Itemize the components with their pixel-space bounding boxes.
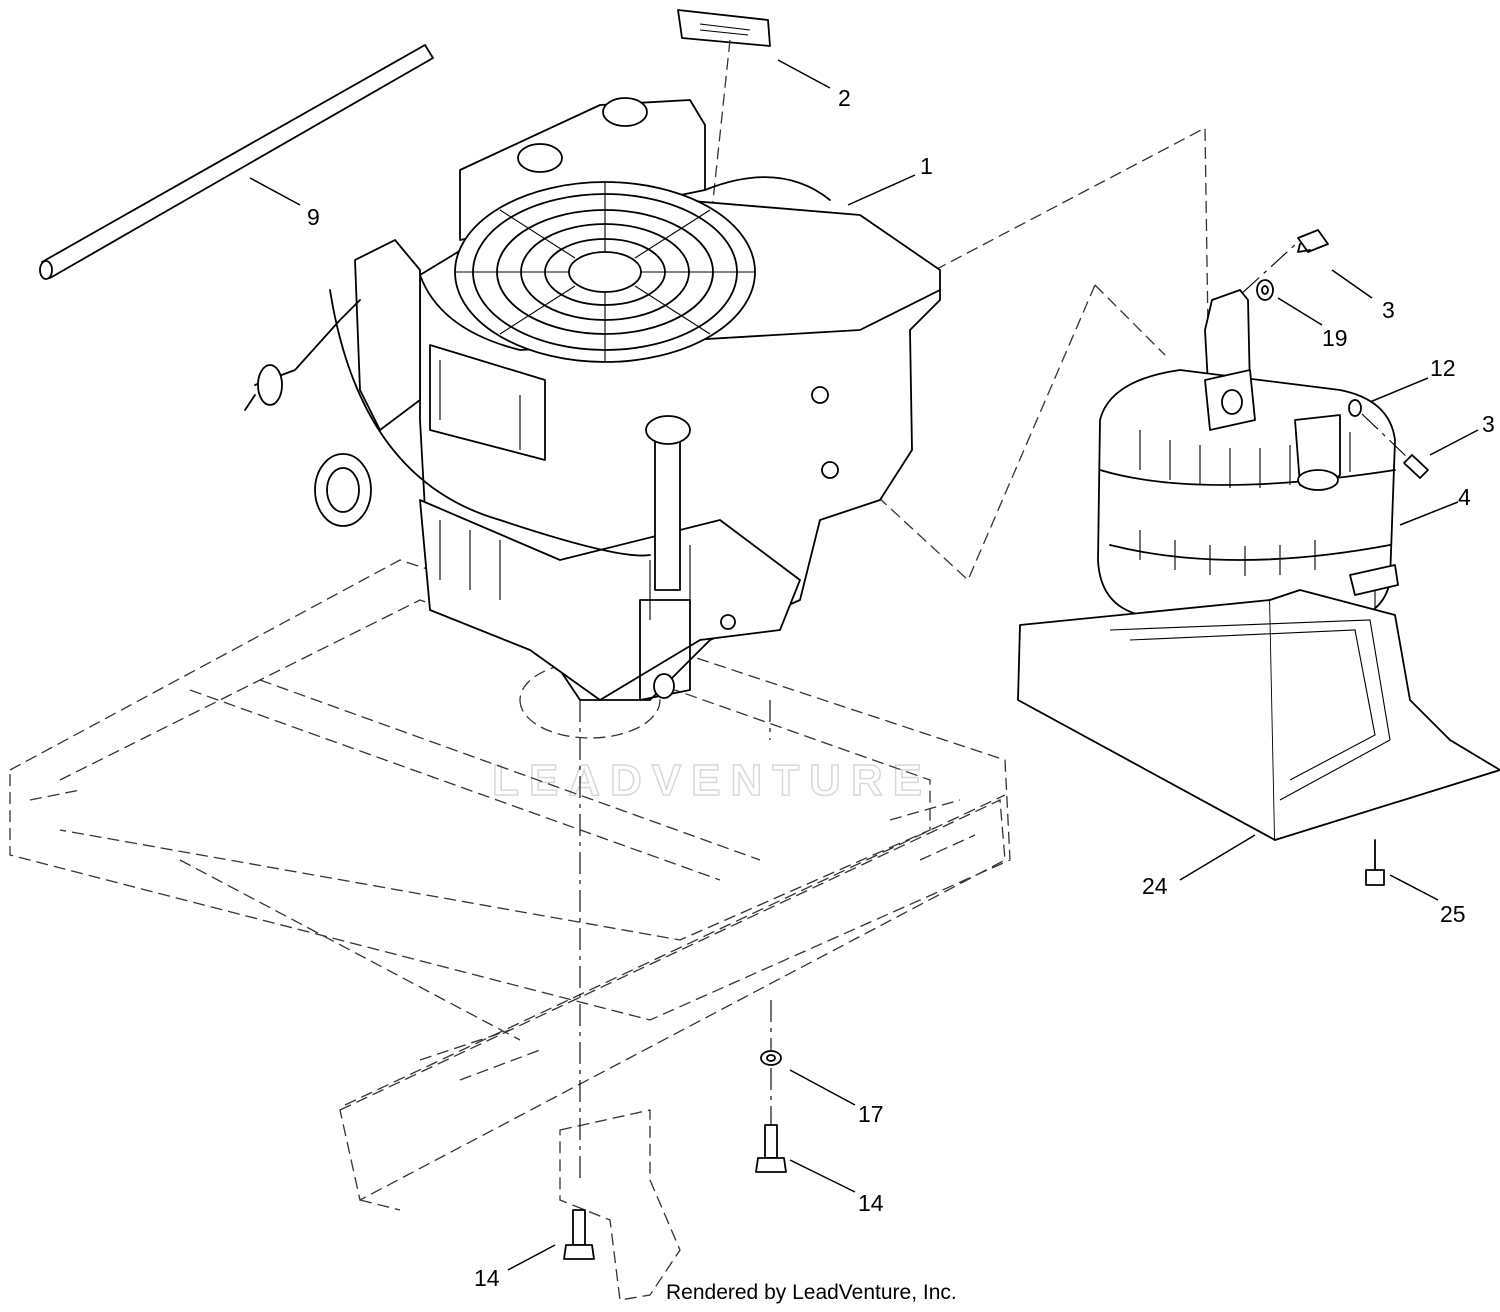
mower-frame-phantom <box>9 559 1011 1301</box>
washer-part-17 <box>760 1000 782 1066</box>
callout-3-lower: 3 <box>1482 411 1495 437</box>
callout-25: 25 <box>1440 901 1466 927</box>
callout-9: 9 <box>307 204 320 230</box>
bolt-washer-upper <box>1214 229 1329 319</box>
hose-part-9 <box>39 44 434 280</box>
callout-1: 1 <box>920 153 933 179</box>
bolt-washer-lower <box>1348 399 1429 479</box>
callout-labels: 1 2 3 3 4 9 12 14 14 17 19 24 25 <box>307 85 1495 1291</box>
callout-24: 24 <box>1142 873 1168 899</box>
screw-part-25 <box>1365 839 1385 886</box>
callout-2: 2 <box>838 85 851 111</box>
callout-leaders <box>249 59 1479 1271</box>
callout-12: 12 <box>1430 355 1456 381</box>
assembly-guide-line <box>864 126 1209 582</box>
callout-19: 19 <box>1322 325 1348 351</box>
watermark-text: LEADVENTURE <box>492 756 932 805</box>
muffler-part-4 <box>1097 289 1399 800</box>
callout-14-middle: 14 <box>858 1190 884 1216</box>
footer-credit: Rendered by LeadVenture, Inc. <box>666 1281 957 1304</box>
callout-4: 4 <box>1458 484 1471 510</box>
decal-part-2 <box>677 9 771 211</box>
bolt-part-14-lower <box>563 1209 595 1260</box>
heat-shield-part-24 <box>1017 589 1500 841</box>
engine-part-1 <box>244 97 941 1180</box>
bolt-part-14-middle <box>755 1068 787 1173</box>
callout-17: 17 <box>858 1101 884 1127</box>
callout-3-upper: 3 <box>1382 297 1395 323</box>
callout-14-lower: 14 <box>474 1265 500 1291</box>
